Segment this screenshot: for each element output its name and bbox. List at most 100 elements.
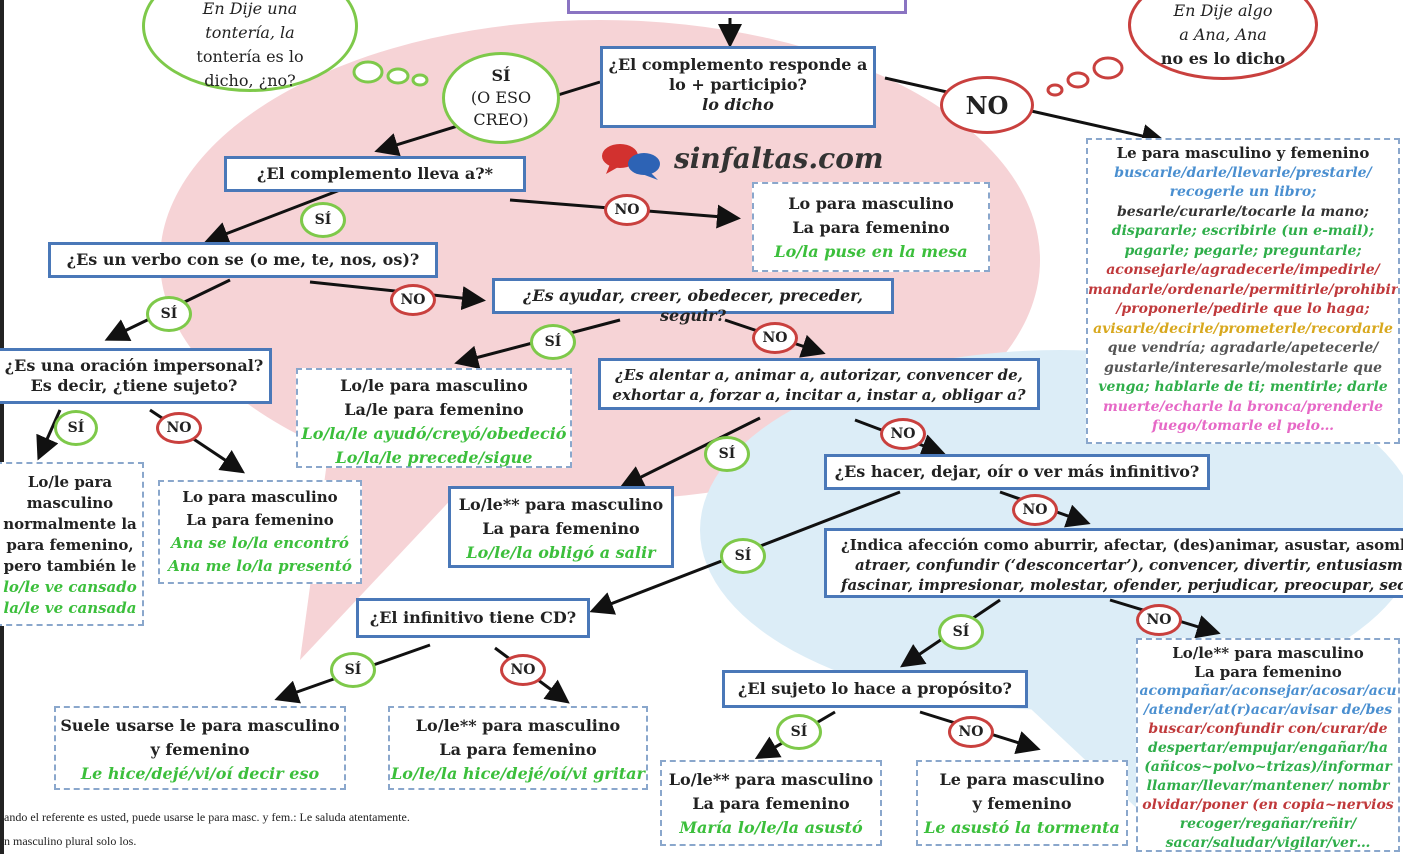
answer-line: masculino	[26, 494, 114, 512]
answer-impersonal-no: Lo para masculino La para femenino Ana s…	[158, 480, 362, 584]
question-line: ¿El complemento responde a	[608, 55, 868, 74]
answer-example: María lo/le/la asustó	[679, 818, 863, 837]
si-label: SÍ	[314, 212, 332, 228]
le-list-line: mandarle/ordenarle/permitirle/prohibirle	[1088, 281, 1400, 298]
no-label: NO	[762, 330, 788, 346]
answer-line: Lo/le para	[27, 473, 113, 491]
answer-example: la/le ve cansada	[3, 599, 137, 617]
question-impersonal: ¿Es una oración impersonal? Es decir, ¿t…	[0, 348, 272, 404]
answer-line: La para femenino	[692, 794, 850, 813]
answer-title: Le para masculino y femenino	[1116, 144, 1370, 162]
si-label: SÍ	[718, 446, 736, 462]
question-line: ¿Indica afección como aburrir, afectar, …	[841, 536, 1403, 554]
no-label: NO	[890, 426, 916, 442]
no-oval: NO	[948, 716, 994, 748]
answer-example: Lo/le/la obligó a salir	[466, 543, 656, 562]
question-proposito: ¿El sujeto lo hace a propósito?	[722, 670, 1028, 708]
si-oval: SÍ	[300, 202, 346, 238]
question-text: ¿Es hacer, dejar, oír o ver más infiniti…	[834, 462, 1200, 481]
cloud-left-line: En Dije una	[202, 0, 298, 18]
thought-cloud-left: En Dije una tontería, la tontería es lo …	[142, 0, 358, 92]
afeccion-list-line: /atender/at(r)acar/avisar de/bes	[1143, 702, 1393, 718]
le-list-line: gustarle/interesarle/molestarle que	[1103, 359, 1383, 376]
le-list-line: pagarle; pegarle; preguntarle;	[1124, 242, 1362, 259]
si-oval: SÍ	[938, 614, 984, 650]
afeccion-list-line: (añicos~polvo~trizas)/informar	[1144, 759, 1392, 775]
afeccion-list-line: despertar/empujar/engañar/ha	[1148, 740, 1388, 756]
si-label: SÍ	[67, 420, 85, 436]
question-infinitivo-cd: ¿El infinitivo tiene CD?	[356, 598, 590, 638]
question-alentar: ¿Es alentar a, animar a, autorizar, conv…	[598, 358, 1040, 410]
footnote: ando el referente es usted, puede usarse…	[4, 810, 410, 824]
answer-line: Lo/le** para masculino	[1172, 644, 1364, 662]
answer-example: Le asustó la tormenta	[924, 818, 1120, 837]
question-ayudar: ¿Es ayudar, creer, obedecer, preceder, s…	[492, 278, 894, 325]
answer-line: Le para masculino	[939, 770, 1105, 789]
answer-line: La para femenino	[792, 218, 950, 237]
answer-le-list: Le para masculino y femenino buscarle/da…	[1086, 138, 1400, 444]
question-line: exhortar a, forzar a, incitar a, instar …	[612, 386, 1026, 404]
question-line: ¿Es una oración impersonal?	[4, 356, 264, 375]
answer-line: Suele usarse le para masculino	[60, 716, 340, 735]
answer-line: La/le para femenino	[344, 400, 524, 419]
answer-line: Lo/le** para masculino	[668, 770, 874, 789]
no-label: NO	[614, 202, 640, 218]
cloud-left-line: tontería, la	[205, 23, 295, 42]
question-line: atraer, confundir (‘desconcertar’), conv…	[855, 556, 1403, 574]
le-list-line: /proponerle/pedirle que lo haga;	[1116, 301, 1370, 317]
afeccion-list-line: recoger/regañar/reñir/	[1179, 816, 1357, 832]
si-label: SÍ	[790, 724, 808, 740]
answer-line: Lo para masculino	[788, 194, 954, 213]
answer-line: normalmente la	[3, 515, 137, 533]
le-list-line: recogerle un libro;	[1169, 184, 1317, 200]
afeccion-list-line: olvidar/poner (en copia~nervios	[1142, 797, 1394, 813]
cloud-left-line: dicho, ¿no?	[204, 71, 296, 90]
answer-line: Lo para masculino	[182, 488, 338, 506]
answer-line: Lo/le** para masculino	[415, 716, 621, 735]
si-label: SÍ	[344, 662, 362, 678]
no-oval: NO	[752, 322, 798, 354]
answer-line: La para femenino	[1194, 663, 1342, 681]
answer-example: Le hice/dejé/vi/oí decir eso	[80, 764, 320, 783]
question-line: ¿Es alentar a, animar a, autorizar, conv…	[615, 366, 1023, 384]
le-list-line: besarle/curarle/tocarle la mano;	[1117, 203, 1369, 220]
le-list-line: venga; hablarle de ti; mentirle; darle	[1098, 379, 1388, 395]
answer-lo-la: Lo para masculino La para femenino Lo/la…	[752, 182, 990, 272]
si-oval: SÍ	[146, 296, 192, 332]
no-oval: NO	[500, 654, 546, 686]
afeccion-list-line: buscar/confundir con/curar/de	[1148, 721, 1388, 737]
question-lleva-a: ¿El complemento lleva a?*	[224, 156, 526, 192]
no-oval: NO	[604, 194, 650, 226]
answer-infinitivo-no: Lo/le** para masculino La para femenino …	[388, 706, 648, 790]
answer-line: para femenino,	[6, 536, 134, 554]
le-list-line: muerte/echarle la bronca/prenderle	[1102, 398, 1384, 415]
question-participio: ¿El complemento responde a lo + particip…	[600, 46, 876, 128]
afeccion-list-line: sacar/saludar/vigilar/ver…	[1165, 835, 1371, 851]
answer-line: y femenino	[150, 740, 250, 759]
no-oval: NO	[1012, 494, 1058, 526]
question-line: Es decir, ¿tiene sujeto?	[30, 376, 238, 395]
le-list-line: aconsejarle/agradecerle/impedirle/	[1106, 262, 1380, 278]
question-hacer: ¿Es hacer, dejar, oír o ver más infiniti…	[824, 454, 1210, 490]
le-list-line: buscarle/darle/llevarle/prestarle/	[1114, 164, 1372, 181]
afeccion-list-line: acompañar/aconsejar/acosar/acu	[1139, 683, 1397, 699]
no-label: NO	[166, 420, 192, 436]
question-verbo-se: ¿Es un verbo con se (o me, te, nos, os)?	[48, 242, 438, 278]
root-si-oval: SÍ (O ESO CREO)	[442, 52, 560, 144]
no-label: NO	[400, 292, 426, 308]
question-text: ¿El infinitivo tiene CD?	[369, 608, 577, 627]
question-text: ¿El complemento lleva a?*	[256, 164, 494, 183]
watermark-text: sinfaltas.com	[674, 142, 884, 175]
answer-afeccion-no: Lo/le** para masculino La para femenino …	[1136, 638, 1400, 852]
cloud-left-line: tontería es lo	[196, 47, 304, 66]
answer-line: pero también le	[3, 557, 137, 575]
root-no-label: NO	[965, 90, 1009, 120]
root-si-label: SÍ	[491, 66, 511, 85]
speech-bubbles-icon	[602, 144, 660, 180]
no-oval: NO	[390, 284, 436, 316]
question-line: lo + participio?	[669, 75, 807, 94]
si-oval: SÍ	[776, 714, 822, 750]
answer-infinitivo-si: Suele usarse le para masculino y femenin…	[54, 706, 346, 790]
root-no-oval: NO	[940, 76, 1034, 134]
afeccion-list-line: llamar/llevar/mantener/ nombr	[1146, 778, 1390, 794]
